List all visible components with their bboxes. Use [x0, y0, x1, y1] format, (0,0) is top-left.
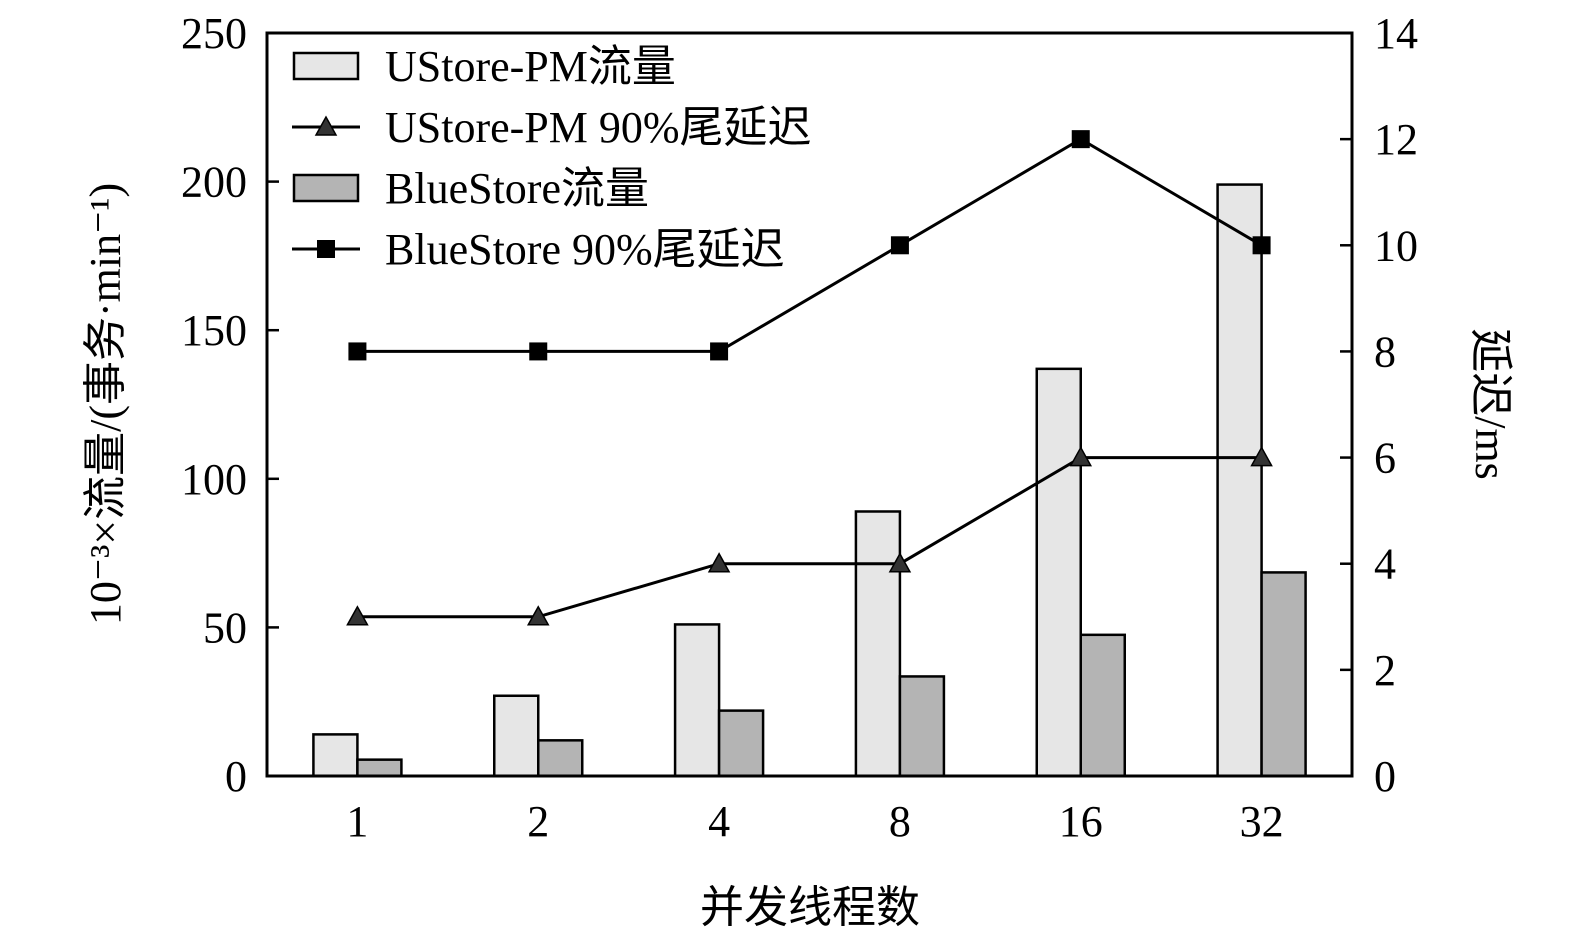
- legend-label: UStore-PM流量: [385, 42, 676, 91]
- plot-frame: [265, 31, 1354, 778]
- bar-ustore: [1035, 367, 1082, 778]
- point-marker-square: [890, 236, 909, 255]
- bar-bluestore: [1260, 571, 1307, 778]
- y-axis-right-title: 延迟/ms: [1466, 328, 1515, 480]
- point-marker-square: [529, 342, 548, 361]
- lines-layer: [346, 130, 1273, 626]
- bar-ustore: [673, 623, 721, 778]
- bar-ustore: [1216, 183, 1263, 778]
- bar-bluestore: [717, 709, 765, 778]
- point-marker-square: [1252, 236, 1271, 255]
- point-marker-triangle: [888, 552, 912, 573]
- bar-ustore: [854, 510, 902, 778]
- bar-bluestore: [356, 758, 403, 778]
- bar-bluestore: [537, 739, 584, 778]
- legend: UStore-PM流量 UStore-PM 90%尾延迟 BlueStore流量 Bl…: [292, 42, 812, 274]
- series-line-ustore: [357, 456, 1262, 619]
- legend-label: UStore-PM 90%尾延迟: [385, 103, 812, 152]
- legend-marker-square: [317, 240, 335, 258]
- y-right-tick-label: 8: [1374, 327, 1396, 376]
- legend-swatch-bar: [292, 51, 360, 81]
- x-tick-label: 1: [346, 797, 368, 846]
- y-right-tick-label: 12: [1374, 115, 1418, 164]
- point-marker-triangle: [526, 605, 550, 626]
- y-left-tick-label: 150: [181, 306, 247, 355]
- series-line-bluestore: [357, 137, 1263, 353]
- y-left-tick-label: 200: [181, 158, 247, 207]
- x-tick-label: 2: [527, 797, 549, 846]
- point-marker-triangle: [707, 552, 731, 573]
- point-marker-triangle: [1250, 446, 1273, 467]
- point-marker-square: [1071, 130, 1090, 149]
- bars-layer: [312, 183, 1307, 778]
- point-marker-triangle: [346, 605, 369, 626]
- x-tick-label: 4: [708, 797, 730, 846]
- y-left-tick-label: 100: [181, 455, 247, 504]
- y-right-tick-label: 10: [1374, 221, 1418, 270]
- x-tick-label: 8: [889, 797, 911, 846]
- x-axis-title: 并发线程数: [700, 883, 920, 932]
- y-left-tick-label: 250: [181, 9, 247, 58]
- y-right-tick-label: 6: [1374, 434, 1396, 483]
- legend-label: BlueStore 90%尾延迟: [385, 225, 785, 274]
- bar-ustore: [312, 733, 359, 778]
- legend-swatch-bar: [292, 173, 360, 203]
- y-left-tick-label: 50: [203, 603, 247, 652]
- bar-bluestore: [1079, 633, 1126, 778]
- legend-label: BlueStore流量: [385, 164, 649, 213]
- y-right-tick-label: 4: [1374, 540, 1396, 589]
- point-marker-square: [710, 342, 729, 361]
- y-left-tick-label: 0: [225, 752, 247, 801]
- x-tick-label: 16: [1059, 797, 1103, 846]
- y-right-tick-label: 0: [1374, 752, 1396, 801]
- bar-ustore: [493, 694, 540, 778]
- y-axis-left-title: 10⁻³×流量/(事务·min⁻¹): [81, 183, 130, 625]
- point-marker-triangle: [1069, 446, 1093, 467]
- bar-bluestore: [898, 675, 946, 778]
- y-right-tick-label: 14: [1374, 9, 1418, 58]
- x-tick-label: 32: [1240, 797, 1284, 846]
- y-right-tick-label: 2: [1374, 646, 1396, 695]
- point-marker-square: [348, 342, 367, 361]
- legend-marker-triangle: [314, 115, 338, 136]
